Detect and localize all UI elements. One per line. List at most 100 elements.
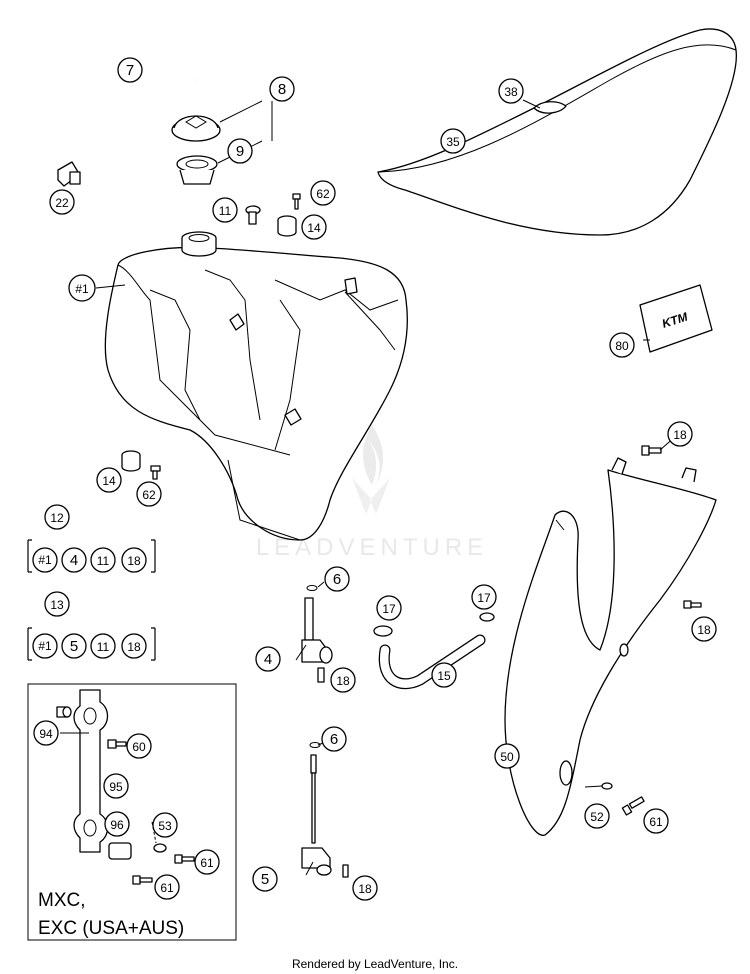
svg-text:#1: #1	[38, 639, 52, 653]
svg-text:60: 60	[132, 740, 146, 754]
svg-text:5: 5	[70, 638, 78, 655]
callout-18-tap4: 18	[330, 667, 356, 693]
kit-13-bracket	[27, 627, 156, 661]
screw-18-spoiler-top	[641, 445, 662, 456]
callout-17-b: 17	[471, 584, 497, 610]
svg-text:94: 94	[39, 727, 53, 741]
svg-text:13: 13	[50, 598, 64, 612]
svg-text:7: 7	[126, 62, 134, 79]
washer-53	[153, 843, 167, 853]
svg-text:14: 14	[102, 474, 116, 488]
svg-text:12: 12	[50, 511, 64, 525]
fuel-cap	[171, 115, 221, 142]
callout-11: 11	[212, 197, 238, 223]
fuel-tank	[104, 231, 408, 541]
fuel-tap-5	[301, 742, 349, 878]
svg-text:80: 80	[615, 339, 629, 353]
callout-62-top: 62	[310, 180, 336, 206]
bushing-94	[56, 706, 72, 718]
svg-text:11: 11	[97, 640, 110, 654]
seat-stop	[533, 101, 567, 114]
callout-15: 15	[431, 662, 457, 688]
mxc-exc-inset-box	[27, 683, 237, 941]
kit-12: 12 #1 4 11 18	[32, 504, 147, 573]
fuel-hose	[378, 634, 486, 690]
callout-52: 52	[584, 803, 610, 829]
seat	[377, 28, 737, 236]
svg-text:96: 96	[110, 818, 124, 832]
svg-text:4: 4	[264, 651, 272, 668]
footer-credit: Rendered by LeadVenture, Inc.	[292, 957, 458, 971]
svg-text:50: 50	[500, 750, 514, 764]
screw-18-spoiler-side	[683, 600, 702, 609]
svg-text:11: 11	[219, 204, 232, 218]
svg-text:18: 18	[358, 882, 372, 896]
svg-text:38: 38	[504, 85, 518, 99]
callout-22: 22	[49, 189, 75, 215]
fuel-tap-4	[301, 585, 333, 683]
callout-61-inset-a: 61	[194, 849, 220, 875]
hose-clamp-17b	[479, 612, 495, 622]
cap-gasket	[176, 155, 218, 185]
callout-61-inset-b: 61	[154, 874, 180, 900]
callout-17-a: 17	[376, 595, 402, 621]
callout-6-a: 6	[324, 566, 350, 592]
spacer-14-top	[277, 215, 297, 237]
svg-text:11: 11	[97, 554, 110, 568]
group-label-line1: MXC,	[38, 890, 86, 911]
svg-text:9: 9	[236, 143, 244, 160]
tank-spoiler	[504, 457, 717, 836]
group-label-line2: EXC (USA+AUS)	[38, 918, 184, 939]
callout-14-top: 14	[301, 214, 327, 240]
elbow-fitting	[57, 161, 81, 187]
callout-18-spoiler-top: 18	[667, 421, 693, 447]
screw-61-inset-a	[174, 854, 195, 864]
callout-94: 94	[33, 720, 59, 746]
callout-7: 7	[117, 57, 143, 83]
rubber-96	[108, 842, 132, 860]
callout-60: 60	[126, 733, 152, 759]
callout-35: 35	[440, 128, 466, 154]
kit-12-bracket	[27, 539, 156, 573]
kit-13: 13 #1 5 11 18	[32, 591, 147, 659]
screw-11	[245, 205, 261, 225]
callout-9: 9	[227, 138, 253, 164]
callout-62-lower: 62	[136, 481, 162, 507]
svg-text:61: 61	[160, 881, 174, 895]
ktm-decal: KTM	[639, 284, 713, 353]
svg-text:35: 35	[446, 135, 460, 149]
svg-text:6: 6	[333, 571, 341, 588]
callout-18-tap5: 18	[352, 875, 378, 901]
callout-61-spoiler: 61	[643, 808, 669, 834]
spacer-14-lower	[121, 450, 141, 472]
svg-text:61: 61	[200, 856, 214, 870]
screw-62-lower	[150, 465, 161, 480]
screw-61-inset-b	[132, 875, 153, 885]
screw-60	[107, 739, 127, 749]
svg-text:#1: #1	[75, 282, 89, 296]
callout-1-tank: #1	[68, 274, 96, 302]
screw-62-top	[292, 193, 301, 210]
svg-text:95: 95	[109, 780, 123, 794]
callout-53: 53	[152, 812, 178, 838]
callout-80: 80	[609, 332, 635, 358]
svg-text:18: 18	[673, 428, 687, 442]
svg-text:18: 18	[336, 674, 350, 688]
svg-text:17: 17	[477, 591, 491, 605]
callouts: 7 8 9 22 11 62 14 38 35 #1 80 14 62 18 6…	[33, 57, 717, 901]
svg-text:17: 17	[382, 602, 396, 616]
callout-5: 5	[252, 866, 278, 892]
svg-text:18: 18	[127, 640, 141, 654]
callout-18-spoiler-side: 18	[691, 616, 717, 642]
mounting-bracket-95	[73, 689, 109, 853]
callout-8: 8	[269, 76, 295, 102]
callout-4: 4	[255, 646, 281, 672]
svg-text:62: 62	[316, 187, 330, 201]
svg-text:4: 4	[70, 552, 78, 569]
breather-hose	[88, 66, 198, 166]
callout-95: 95	[103, 773, 129, 799]
hose-clamp-17a	[373, 625, 393, 637]
callout-50: 50	[494, 743, 520, 769]
screw-61-spoiler	[621, 796, 645, 816]
svg-text:15: 15	[437, 669, 451, 683]
